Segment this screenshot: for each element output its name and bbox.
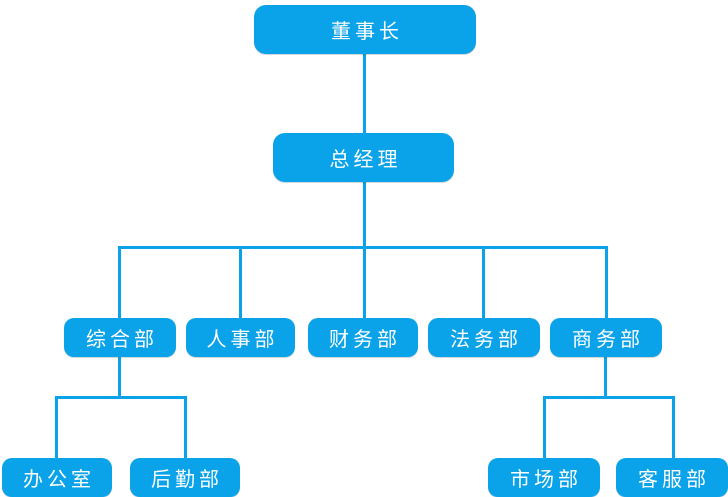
node-legal[interactable]: 法务部	[428, 318, 540, 357]
node-business[interactable]: 商务部	[550, 318, 662, 357]
node-office-label: 办公室	[23, 469, 95, 491]
connector-right-sub-bus	[543, 396, 675, 399]
node-office[interactable]: 办公室	[2, 458, 112, 497]
connector-drop-logistics	[184, 396, 187, 458]
node-general-manager-label: 总经理	[329, 149, 402, 171]
connector-chairman-gm	[363, 53, 366, 133]
node-customer-service-label: 客服部	[638, 469, 710, 491]
node-finance-label: 财务部	[329, 329, 401, 351]
node-chairman-label: 董事长	[331, 21, 403, 43]
connector-drop-hr	[239, 246, 242, 318]
node-general-manager[interactable]: 总经理	[273, 133, 454, 182]
connector-drop-business	[605, 246, 608, 318]
connector-drop-marketing	[543, 396, 546, 458]
node-marketing[interactable]: 市场部	[488, 458, 600, 497]
connector-drop-general-affairs	[118, 246, 121, 318]
connector-drop-legal	[482, 246, 485, 318]
node-marketing-label: 市场部	[510, 469, 582, 491]
node-logistics-label: 后勤部	[151, 469, 223, 491]
node-general-affairs-label: 综合部	[86, 329, 158, 351]
node-logistics[interactable]: 后勤部	[130, 458, 240, 497]
node-finance[interactable]: 财务部	[308, 318, 418, 357]
connector-drop-finance	[363, 246, 366, 318]
node-customer-service[interactable]: 客服部	[616, 458, 728, 497]
connector-drop-office	[55, 396, 58, 458]
connector-gm-bus	[363, 182, 366, 249]
node-legal-label: 法务部	[450, 329, 522, 351]
connector-drop-customer-service	[672, 396, 675, 458]
connector-left-sub-bus	[55, 396, 187, 399]
node-hr-label: 人事部	[206, 329, 279, 351]
node-hr[interactable]: 人事部	[186, 318, 295, 357]
node-general-affairs[interactable]: 综合部	[64, 318, 176, 357]
node-business-label: 商务部	[572, 329, 644, 351]
node-chairman[interactable]: 董事长	[254, 5, 476, 54]
connector-general-affairs-down	[118, 357, 121, 399]
connector-business-down	[604, 357, 607, 399]
